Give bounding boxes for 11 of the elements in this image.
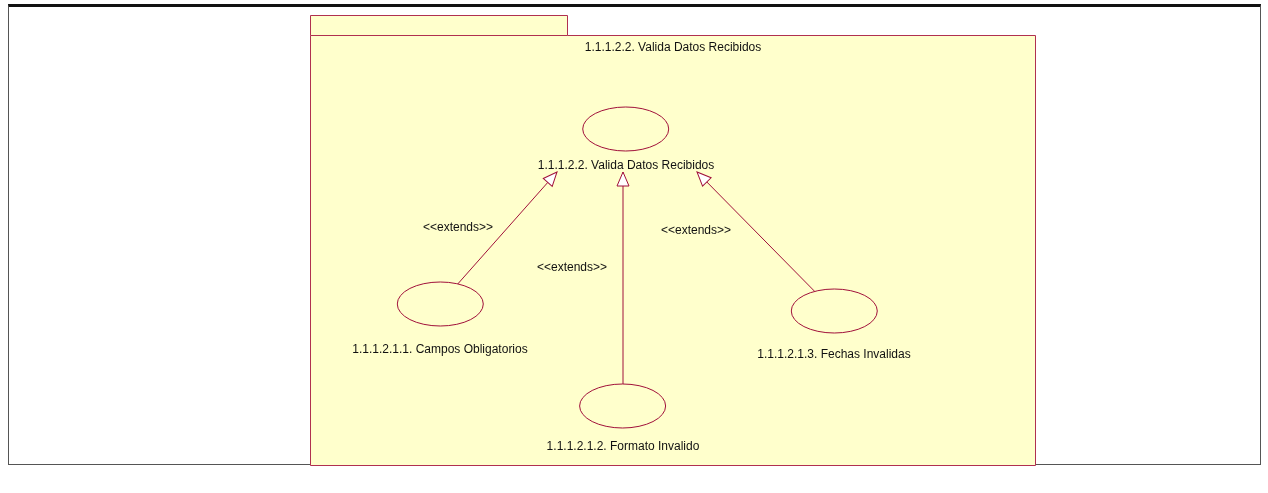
edge-label: <<extends>> <box>535 260 609 274</box>
use-case-name: 1.1.1.2.1.2. Formato Invalido <box>546 439 700 453</box>
use-case-name: 1.1.1.2.2. Valida Datos Recibidos <box>537 158 715 172</box>
extends-arrow <box>696 171 816 292</box>
extends-arrow <box>616 171 630 385</box>
edge-label: <<extends>> <box>421 220 495 234</box>
extends-arrow <box>457 171 558 285</box>
use-case-name: 1.1.1.2.1.3. Fechas Invalidas <box>757 347 911 361</box>
use-case-name: 1.1.1.2.1.1. Campos Obligatorios <box>352 342 528 356</box>
package-title: 1.1.1.2.2. Valida Datos Recibidos <box>583 40 763 54</box>
edge-label: <<extends>> <box>659 223 733 237</box>
